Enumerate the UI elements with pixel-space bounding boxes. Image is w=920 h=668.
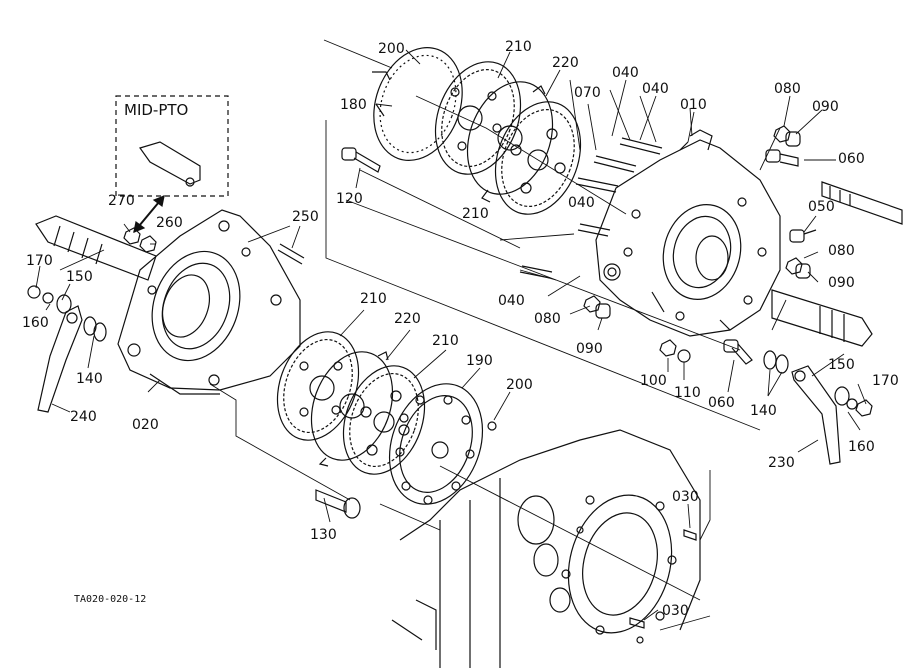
callout-210-upper-a: 210: [505, 39, 532, 55]
callout-090-lower: 090: [576, 341, 603, 357]
callout-220-upper: 220: [552, 55, 579, 71]
transmission-housing: [392, 430, 700, 668]
callout-190: 190: [466, 353, 493, 369]
callout-160-left: 160: [22, 315, 49, 331]
callout-010: 010: [680, 97, 707, 113]
callout-200-lower: 200: [506, 377, 533, 393]
left-shaft: [36, 216, 156, 280]
callout-040-a: 040: [612, 65, 639, 81]
callout-230: 230: [768, 455, 795, 471]
pto-case-010: [596, 130, 780, 336]
callout-090-upper: 090: [812, 99, 839, 115]
callout-120: 120: [336, 191, 363, 207]
nuts-080-090: [584, 126, 810, 318]
studs-040: [520, 138, 662, 278]
callout-210-lower-b: 210: [432, 333, 459, 349]
bolt-120: [342, 148, 380, 172]
callout-080-mid: 080: [828, 243, 855, 259]
bolt-060-upper: [766, 150, 798, 166]
pins-030: [630, 530, 696, 628]
nuts-270-260: [124, 228, 156, 252]
callout-040-b: 040: [642, 81, 669, 97]
callout-070: 070: [574, 85, 601, 101]
washers-right-160-170: [835, 387, 872, 416]
callout-040-c: 040: [568, 195, 595, 211]
callout-060-upper: 060: [838, 151, 865, 167]
callout-050: 050: [808, 199, 835, 215]
callout-020: 020: [132, 417, 159, 433]
lever-230: [792, 366, 840, 464]
callout-210-upper-b: 210: [462, 206, 489, 222]
callout-110: 110: [674, 385, 701, 401]
callout-090-mid: 090: [828, 275, 855, 291]
ball-200-lower: [488, 422, 496, 430]
steel-plate-210-lower-a: [263, 320, 373, 451]
shaft-upper-right: [822, 182, 902, 224]
callout-270: 270: [108, 193, 135, 209]
callout-220-lower: 220: [394, 311, 421, 327]
small-parts-100-110-060: [660, 340, 752, 364]
washers-left: [28, 286, 106, 341]
steel-plate-210-upper-a: [421, 50, 536, 186]
separator-plate-220-lower: [297, 340, 407, 471]
callout-200-upper: 200: [378, 41, 405, 57]
front-case-020: [118, 210, 300, 394]
phantom-lines: [60, 40, 786, 630]
callout-150-right: 150: [828, 357, 855, 373]
callout-130: 130: [310, 527, 337, 543]
pressure-plate-190: [373, 371, 498, 518]
callout-180: 180: [340, 97, 367, 113]
shaft-150-right: [772, 290, 872, 346]
steel-plate-210-lower-b: [329, 354, 439, 485]
callout-040-d: 040: [498, 293, 525, 309]
orings-140-right: [764, 351, 788, 373]
leader-lines: [36, 50, 866, 620]
mid-pto-box: [116, 96, 228, 196]
callout-160-right: 160: [848, 439, 875, 455]
stud-250: [278, 244, 304, 264]
separator-plate-220-upper: [453, 70, 568, 206]
bolt-130: [316, 490, 360, 518]
callout-030-lower: 030: [662, 603, 689, 619]
lever-240: [38, 306, 82, 412]
callout-140-right: 140: [750, 403, 777, 419]
drawing-code: TA020-020-12: [74, 594, 147, 605]
callout-080-lower: 080: [534, 311, 561, 327]
callout-080-upper: 080: [774, 81, 801, 97]
arrow-mid-pto: [134, 196, 164, 232]
callout-140-left: 140: [76, 371, 103, 387]
mid-pto-label: MID-PTO: [124, 101, 189, 119]
callout-210-lower-a: 210: [360, 291, 387, 307]
bolt-050: [790, 230, 816, 242]
callout-170-left: 170: [26, 253, 53, 269]
callout-030-upper: 030: [672, 489, 699, 505]
callout-150-left: 150: [66, 269, 93, 285]
callout-240: 240: [70, 409, 97, 425]
callout-250: 250: [292, 209, 319, 225]
callout-170-right: 170: [872, 373, 899, 389]
callout-060-lower: 060: [708, 395, 735, 411]
callout-260: 260: [156, 215, 183, 231]
callout-100: 100: [640, 373, 667, 389]
